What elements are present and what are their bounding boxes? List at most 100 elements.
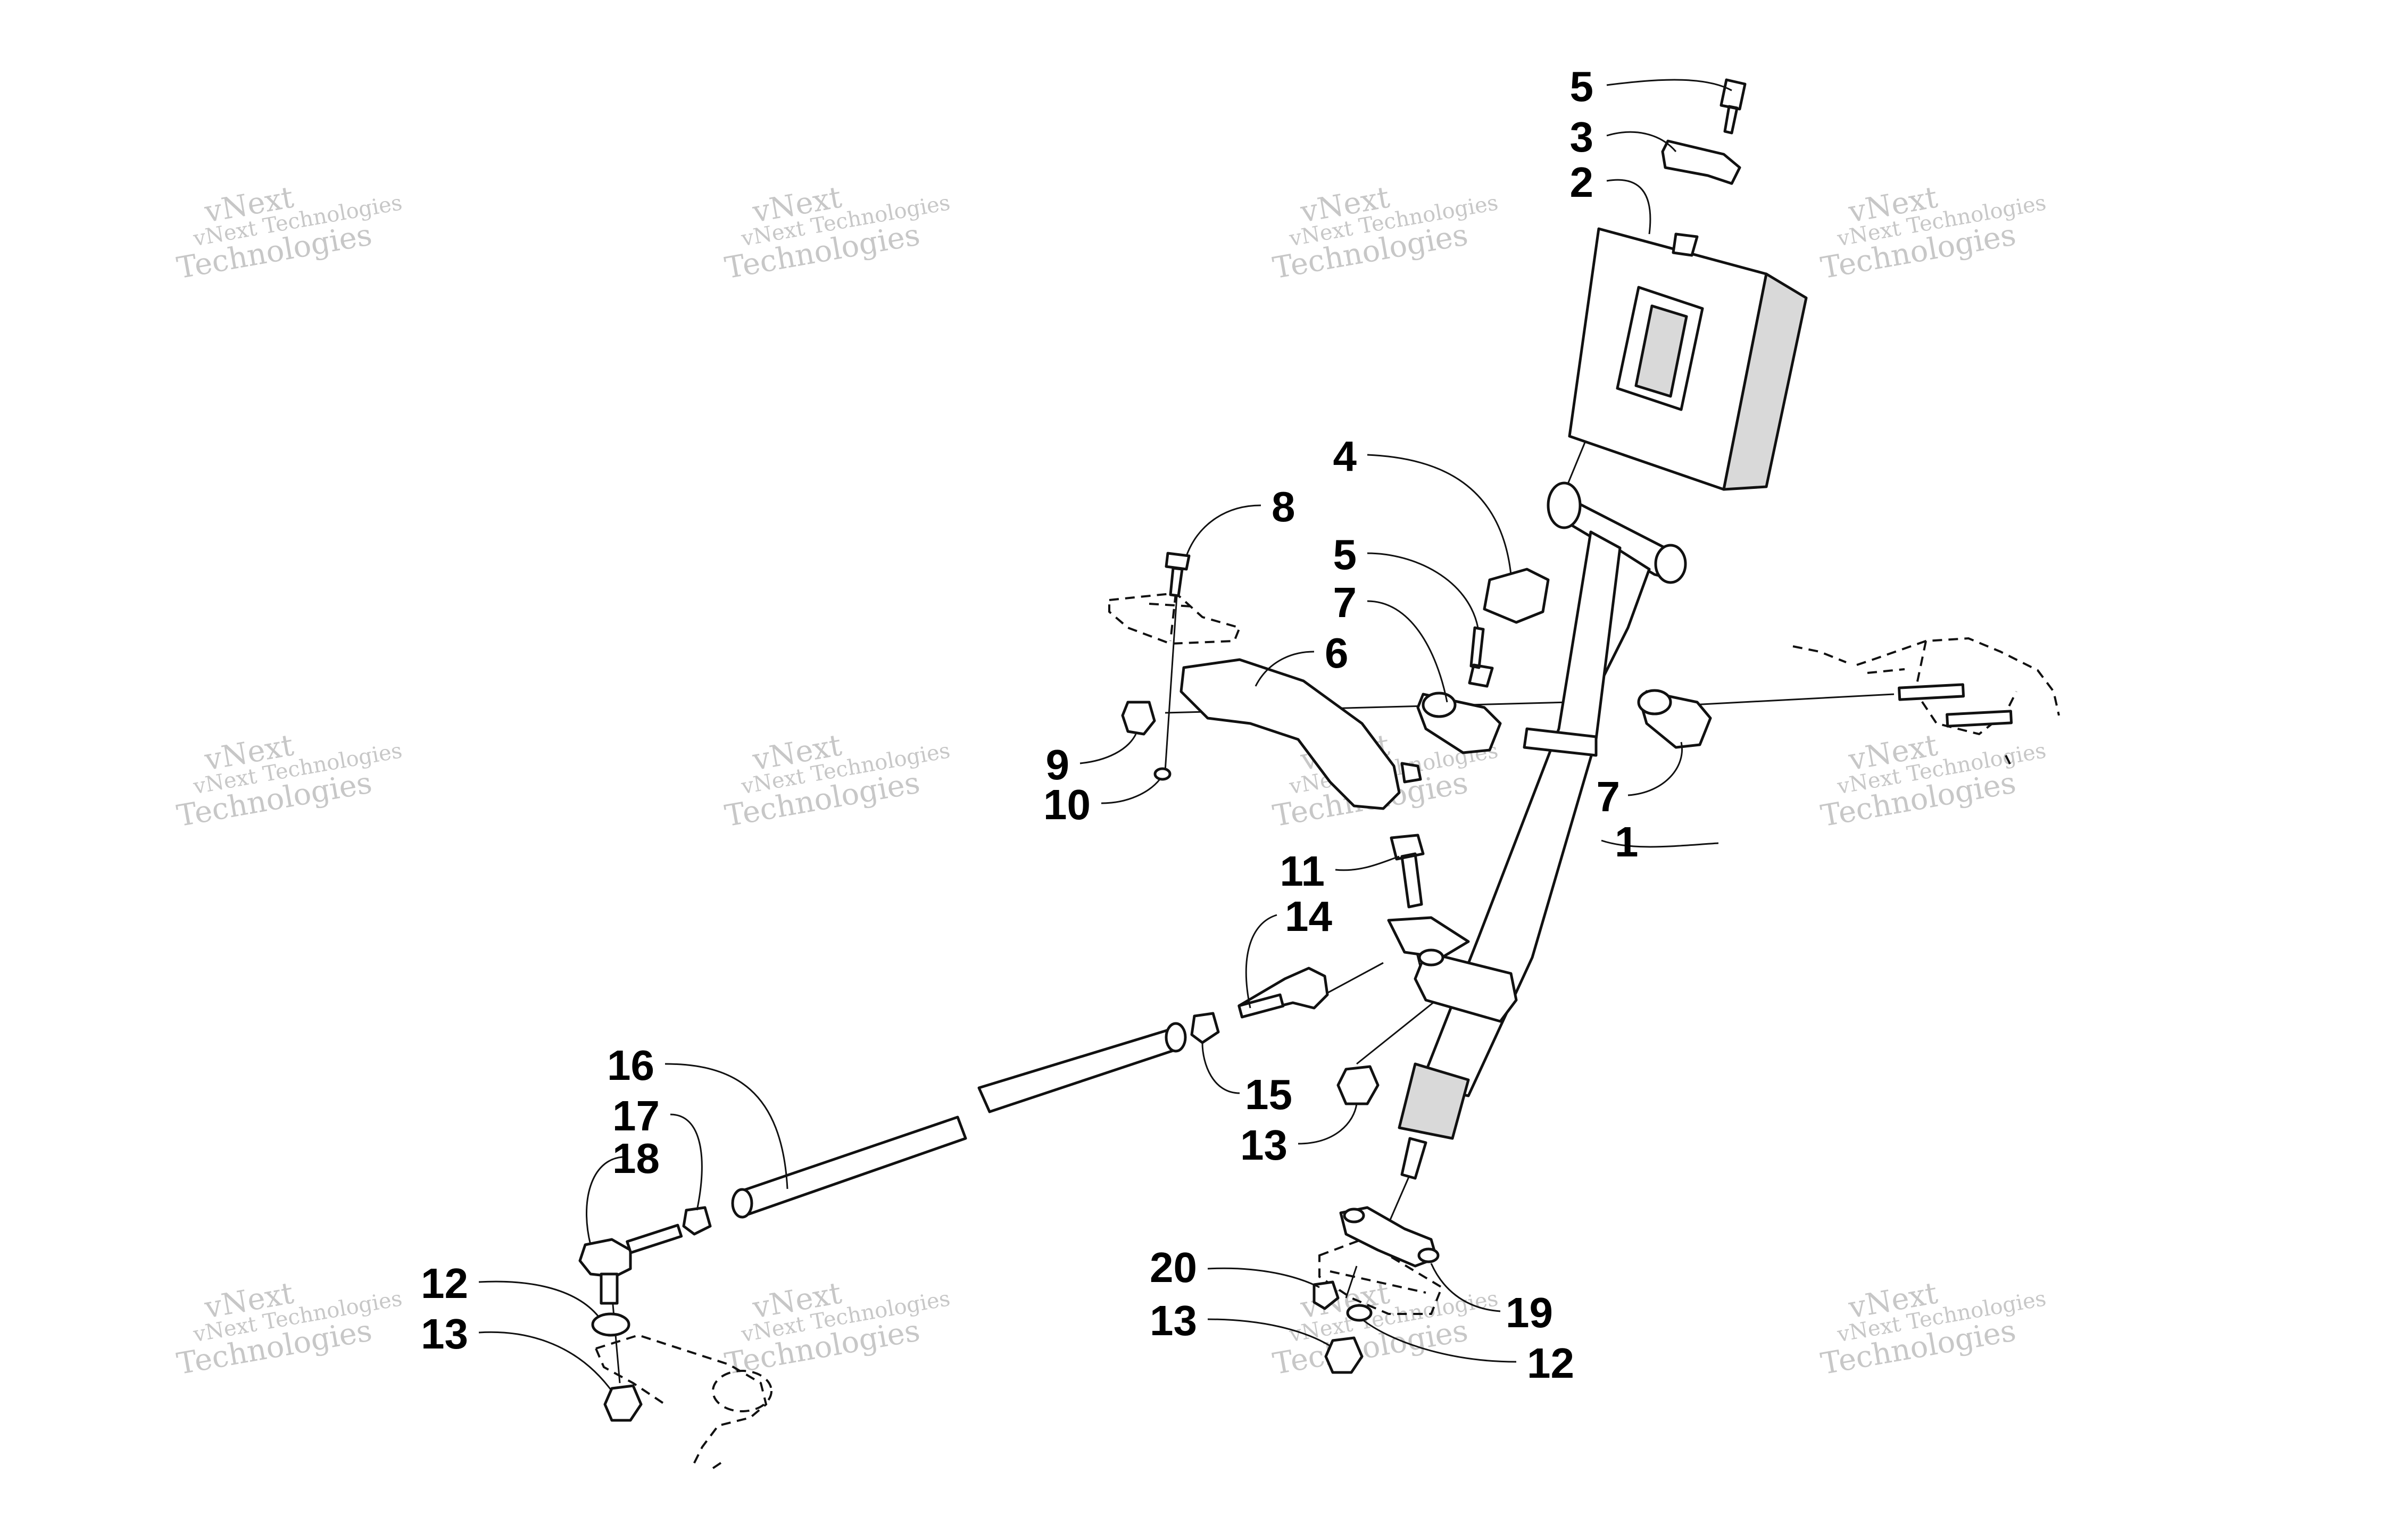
lower-plate-hole (1417, 1247, 1440, 1263)
leader-13-left (478, 1331, 613, 1392)
handlebar-lower-cap (1483, 568, 1550, 624)
callout-19: 19 (1506, 1289, 1553, 1336)
tie-rod-end-upper-thread (1237, 993, 1285, 1019)
tie-rod-end-lower-stud (600, 1272, 619, 1305)
bracket-nut (1400, 762, 1422, 784)
upper-left-bracket-ghost (1108, 592, 1241, 645)
tie-rod-tube-right-end (1165, 1022, 1187, 1053)
washer-12-lower (1346, 1304, 1373, 1322)
steering-post-tube (1419, 530, 1622, 1097)
watermark: vNext vNext Technologies Technologies (175, 180, 404, 286)
callout-5-top: 5 (1570, 63, 1594, 110)
leader-12-left (478, 1280, 600, 1317)
leader-7-left (1367, 600, 1448, 703)
nut-9 (1121, 701, 1156, 736)
pitman-arm-hole (1418, 948, 1444, 967)
bolt-11 (1390, 834, 1425, 909)
lower-plate-ghost (1318, 1238, 1443, 1315)
right-frame-ghost (1792, 637, 2060, 767)
callout-1: 1 (1615, 818, 1639, 865)
mounting-bracket (1179, 658, 1401, 810)
callout-9: 9 (1046, 741, 1070, 788)
watermark: vNext vNext Technologies Technologies (1270, 1276, 1500, 1381)
center-line-bolt-8 (1164, 595, 1178, 772)
center-line-lower-bolt (1345, 1266, 1358, 1298)
threaded-stud (1898, 683, 1965, 701)
nut-13-left (603, 1384, 643, 1422)
steering-arm-ghost-hole (712, 1370, 772, 1412)
steering-post-crossbar-end (1654, 544, 1687, 584)
callout-14: 14 (1285, 893, 1332, 940)
leader-1 (1601, 839, 1719, 848)
watermark: vNext vNext Technologies Technologies (1818, 1276, 2048, 1381)
watermark: vNext vNext Technologies Technologies (175, 1276, 404, 1381)
assembly-center-lines (611, 428, 1895, 1384)
leader-5-lower (1367, 552, 1479, 628)
callout-8: 8 (1272, 483, 1295, 530)
tie-rod-end-lower-thread (626, 1223, 683, 1254)
nut-13-center (1336, 1065, 1380, 1105)
leader-19 (1430, 1263, 1501, 1312)
callout-13-center: 13 (1240, 1121, 1287, 1169)
callout-17: 17 (612, 1092, 660, 1139)
cap-screw-top (1720, 78, 1747, 135)
callout-4: 4 (1333, 432, 1357, 480)
leader-lines (478, 79, 1732, 1392)
watermark: vNext vNext Technologies Technologies (1270, 180, 1500, 286)
frame-ghost-parts (595, 592, 2060, 1469)
tie-rod-end-lower (578, 1238, 632, 1278)
steering-post-bearing (1414, 951, 1518, 1023)
steering-post-stub (1400, 1137, 1427, 1180)
cap-screw-lower (1468, 626, 1494, 688)
callout-12-left: 12 (421, 1260, 468, 1307)
leader-14 (1245, 914, 1277, 1009)
screw-8 (1165, 552, 1191, 597)
callout-13-left: 13 (421, 1310, 468, 1358)
watermark: vNext vNext Technologies Technologies (175, 728, 404, 834)
callout-11: 11 (1280, 847, 1325, 895)
leader-7-right (1627, 742, 1683, 796)
center-line-mount-right (1691, 693, 1895, 706)
steering-post-crossbar-end (1547, 481, 1582, 529)
pitman-arm (1387, 916, 1470, 959)
watermark: vNext vNext Technologies Technologies (1818, 180, 2048, 286)
callout-7-right: 7 (1597, 773, 1621, 820)
callout-10: 10 (1043, 781, 1091, 828)
steering-post (1398, 481, 1687, 1180)
leader-17 (670, 1113, 703, 1211)
callout-20: 20 (1150, 1244, 1197, 1291)
callout-5-lower: 5 (1333, 531, 1357, 578)
lower-plate-hole (1343, 1208, 1365, 1223)
support-link-left-eye (1422, 692, 1457, 718)
leader-20 (1207, 1267, 1320, 1288)
callout-labels: 1 2 3 4 5 5 6 7 7 8 9 10 11 12 12 13 13 … (421, 63, 1638, 1387)
tie-rod-tube-left (738, 1116, 967, 1217)
handlebar-pad (1568, 227, 1808, 491)
handlebar-pad-slot (1634, 304, 1688, 398)
watermark: vNext vNext Technologies Technologies (722, 180, 952, 286)
handlebar-pad-side (1722, 272, 1808, 491)
leader-15 (1201, 1042, 1240, 1094)
callout-16: 16 (607, 1042, 654, 1089)
nut-20 (1313, 1280, 1340, 1310)
leader-16 (664, 1063, 788, 1189)
leader-4 (1367, 454, 1512, 575)
callout-3: 3 (1570, 113, 1594, 161)
watermark: vNext vNext Technologies Technologies (722, 1276, 952, 1381)
washer-12-left (591, 1312, 630, 1337)
leader-5-top (1606, 79, 1732, 91)
threaded-stud (1946, 710, 2013, 728)
center-line-nut-13-center (1356, 999, 1437, 1065)
jam-nut-17 (682, 1206, 712, 1236)
callout-18: 18 (612, 1135, 660, 1182)
leader-8 (1185, 504, 1261, 556)
leader-12-lower (1361, 1318, 1517, 1363)
steering-post-sleeve (1398, 1062, 1470, 1140)
center-line-left-stud (611, 1292, 621, 1384)
callout-12-lower: 12 (1527, 1339, 1574, 1387)
jam-nut-15 (1190, 1012, 1220, 1044)
callout-6: 6 (1325, 629, 1349, 677)
support-link-right-eye (1637, 689, 1672, 715)
handlebar-pad-top-tab (1672, 232, 1699, 257)
